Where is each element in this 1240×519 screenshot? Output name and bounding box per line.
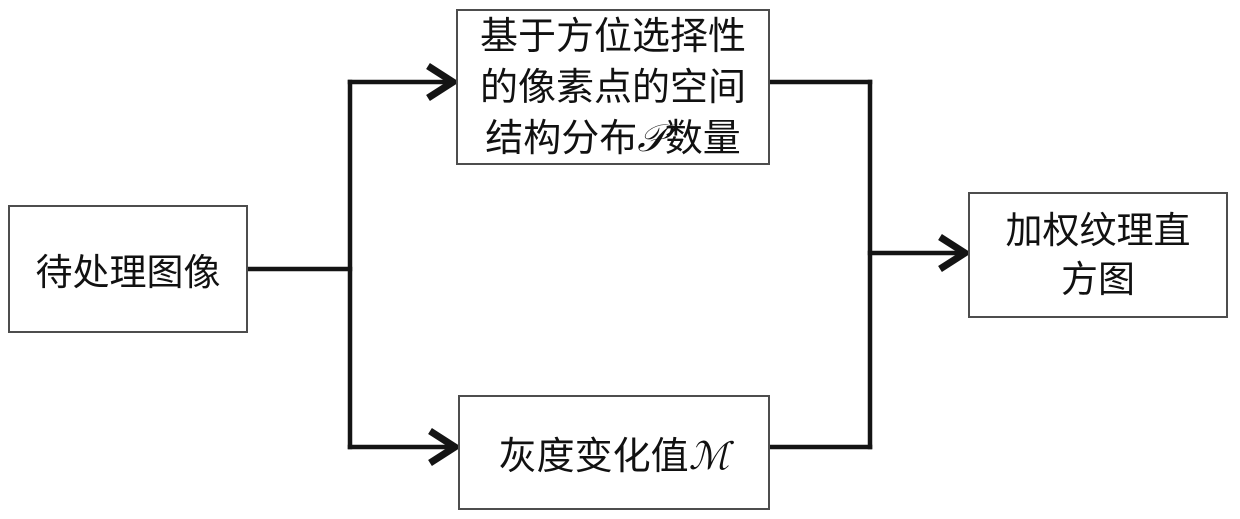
- weighted-histogram-node: 加权纹理直 方图: [968, 192, 1228, 318]
- output-node-line1: 加权纹理直: [1005, 209, 1191, 252]
- arrowhead-to-gray: [428, 428, 462, 466]
- spatial-node-line3: 结构分布𝒫数量: [485, 113, 740, 164]
- input-image-node: 待处理图像: [8, 205, 248, 333]
- gray-node-label: 灰度变化值ℳ: [499, 425, 730, 480]
- gray-change-node: 灰度变化值ℳ: [458, 395, 770, 510]
- arrowhead-to-spatial: [426, 63, 460, 101]
- spatial-line3-suffix: 数量: [664, 115, 741, 160]
- spatial-node-line1: 基于方位选择性: [479, 13, 746, 58]
- output-node-line2: 方图: [1061, 258, 1135, 301]
- spatial-line3-prefix: 结构分布: [485, 115, 638, 160]
- script-m-symbol: ℳ: [688, 434, 730, 478]
- spatial-structure-node: 基于方位选择性 的像素点的空间 结构分布𝒫数量: [456, 9, 770, 165]
- arrowhead-to-output: [938, 234, 972, 272]
- spatial-node-line2: 的像素点的空间: [479, 64, 746, 109]
- input-image-label: 待处理图像: [35, 251, 221, 294]
- script-p-symbol: 𝒫: [637, 115, 665, 160]
- gray-label-text: 灰度变化值: [498, 434, 689, 478]
